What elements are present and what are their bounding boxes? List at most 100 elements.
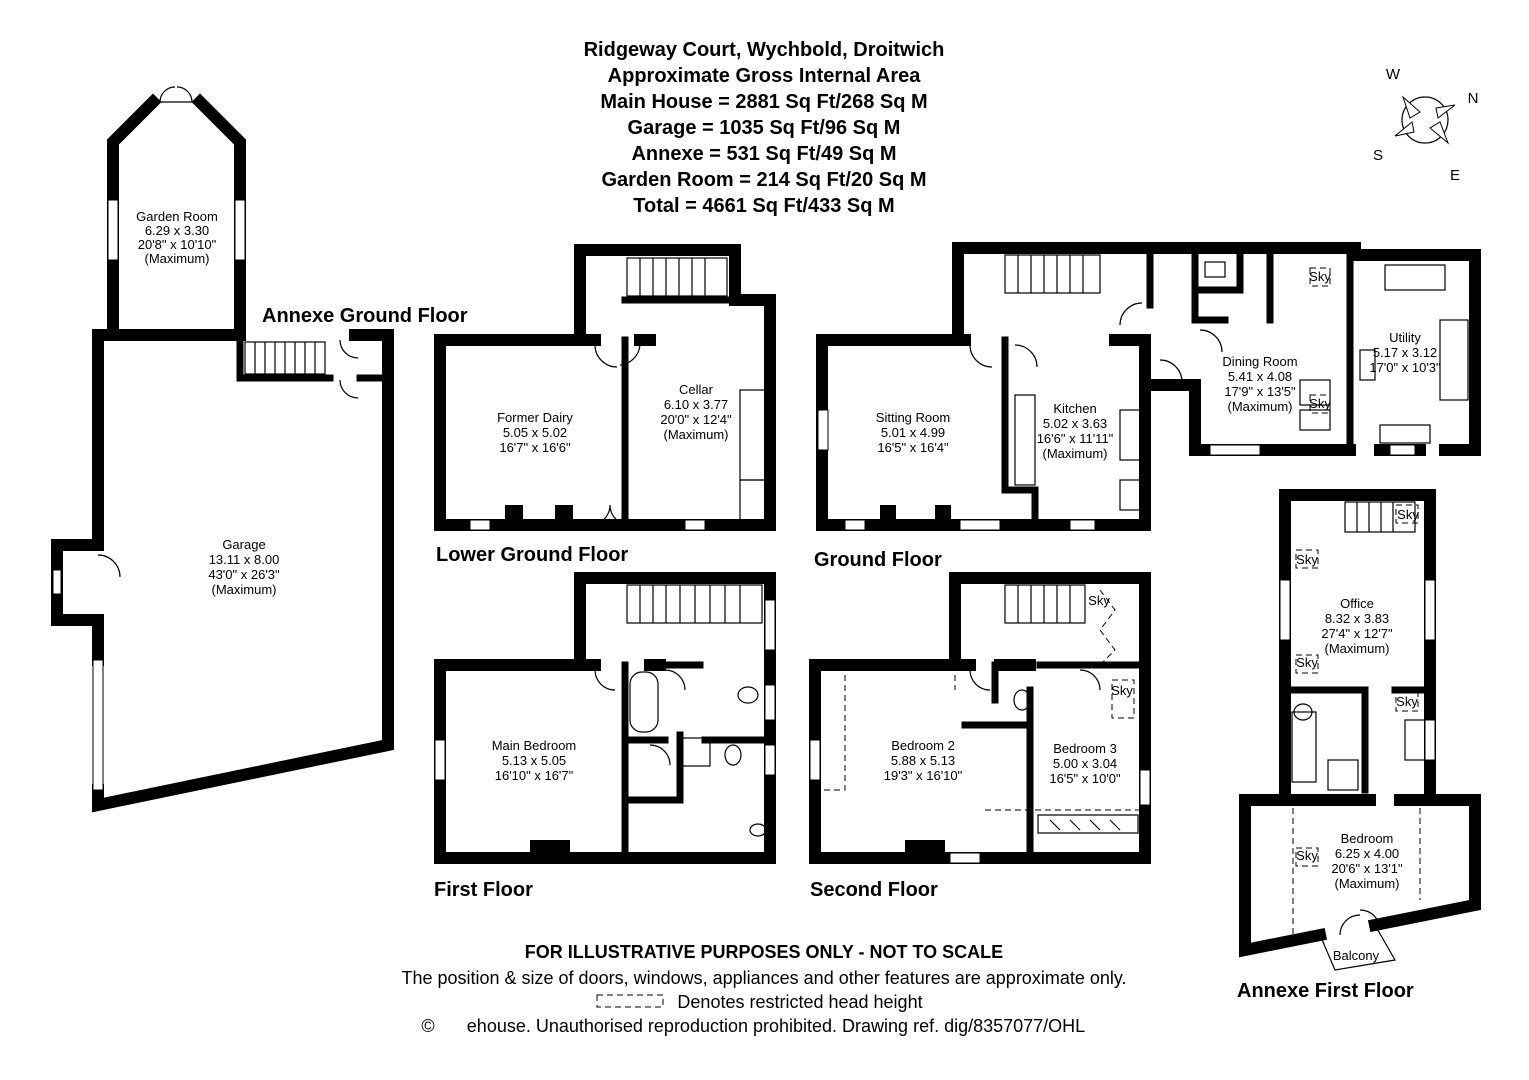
floor-label-second: Second Floor — [810, 879, 938, 901]
skylight-label: Sky — [1309, 396, 1331, 411]
svg-text:5.01 x 4.99: 5.01 x 4.99 — [881, 425, 945, 440]
svg-text:13.11 x 8.00: 13.11 x 8.00 — [209, 552, 280, 567]
area-annexe: Annexe = 531 Sq Ft/49 Sq M — [631, 143, 896, 165]
skylight-label: Sky — [1296, 655, 1318, 670]
svg-text:(Maximum): (Maximum) — [145, 251, 210, 266]
skylight-label: Sky — [1111, 683, 1133, 698]
svg-text:5.17 x 3.12: 5.17 x 3.12 — [1373, 345, 1437, 360]
floor-label-annexe-first: Annexe First Floor — [1237, 980, 1414, 1002]
svg-text:Kitchen: Kitchen — [1053, 401, 1096, 416]
skylight-labels: Sky Sky Sky Sky Sky Sky Sky Sky Sky — [1088, 269, 1419, 863]
room-label-annexe-bedroom: Bedroom 6.25 x 4.00 20'6" x 13'1" (Maxim… — [1331, 831, 1403, 891]
compass-n: N — [1468, 90, 1479, 107]
svg-text:Dining Room: Dining Room — [1222, 354, 1297, 369]
svg-text:20'0" x 12'4": 20'0" x 12'4" — [660, 412, 732, 427]
svg-text:(Maximum): (Maximum) — [1325, 641, 1390, 656]
svg-text:20'8" x 10'10": 20'8" x 10'10" — [138, 237, 217, 252]
svg-text:6.10 x 3.77: 6.10 x 3.77 — [664, 397, 728, 412]
svg-text:(Maximum): (Maximum) — [1043, 446, 1108, 461]
svg-text:5.41 x 4.08: 5.41 x 4.08 — [1228, 369, 1292, 384]
svg-text:43'0" x 26'3": 43'0" x 26'3" — [208, 567, 280, 582]
svg-text:5.13 x 5.05: 5.13 x 5.05 — [502, 753, 566, 768]
second-floor-plan — [809, 572, 1151, 864]
ground-floor-plan — [816, 242, 1481, 531]
svg-text:Office: Office — [1340, 596, 1374, 611]
room-label-garden-room: Garden Room 6.29 x 3.30 20'8" x 10'10" (… — [136, 209, 218, 266]
svg-text:(Maximum): (Maximum) — [212, 582, 277, 597]
room-label-bedroom-3: Bedroom 3 5.00 x 3.04 16'5" x 10'0" — [1049, 741, 1121, 786]
skylight-label: Sky — [1397, 507, 1419, 522]
svg-text:19'3" x 16'10": 19'3" x 16'10" — [884, 768, 963, 783]
area-main-house: Main House = 2881 Sq Ft/268 Sq M — [600, 91, 927, 113]
room-label-sitting-room: Sitting Room 5.01 x 4.99 16'5" x 16'4" — [876, 410, 950, 455]
plan-header: Ridgeway Court, Wychbold, Droitwich Appr… — [584, 39, 945, 217]
room-label-dining-room: Dining Room 5.41 x 4.08 17'9" x 13'5" (M… — [1222, 354, 1297, 414]
svg-text:Utility: Utility — [1389, 330, 1421, 345]
floor-label-annexe-ground: Annexe Ground Floor — [262, 305, 468, 327]
copyright-text: ehouse. Unauthorised reproduction prohib… — [467, 1016, 1085, 1036]
compass-rose-icon: W N S E — [1373, 66, 1478, 184]
plan-footer: FOR ILLUSTRATIVE PURPOSES ONLY - NOT TO … — [401, 942, 1126, 1036]
area-total: Total = 4661 Sq Ft/433 Sq M — [633, 195, 894, 217]
svg-text:Bedroom 3: Bedroom 3 — [1053, 741, 1117, 756]
svg-text:16'6" x 11'11": 16'6" x 11'11" — [1037, 431, 1114, 446]
lower-ground-floor-plan — [434, 244, 776, 531]
svg-text:16'7" x 16'6": 16'7" x 16'6" — [499, 440, 571, 455]
room-label-garage: Garage 13.11 x 8.00 43'0" x 26'3" (Maxim… — [208, 537, 280, 597]
svg-text:16'10" x 16'7": 16'10" x 16'7" — [495, 768, 574, 783]
property-title: Ridgeway Court, Wychbold, Droitwich — [584, 39, 945, 61]
svg-text:5.88 x 5.13: 5.88 x 5.13 — [891, 753, 955, 768]
svg-text:Bedroom: Bedroom — [1341, 831, 1394, 846]
compass-s: S — [1373, 147, 1383, 164]
floor-label-first: First Floor — [434, 879, 533, 901]
annexe-first-floor-plan — [1239, 489, 1481, 971]
svg-text:6.25 x 4.00: 6.25 x 4.00 — [1335, 846, 1399, 861]
room-label-cellar: Cellar 6.10 x 3.77 20'0" x 12'4" (Maximu… — [660, 382, 732, 442]
svg-text:5.02 x 3.63: 5.02 x 3.63 — [1043, 416, 1107, 431]
skylight-label: Sky — [1396, 694, 1418, 709]
svg-text:16'5" x 10'0": 16'5" x 10'0" — [1049, 771, 1121, 786]
svg-text:(Maximum): (Maximum) — [1228, 399, 1293, 414]
floor-label-lower-ground: Lower Ground Floor — [436, 544, 628, 566]
svg-text:Bedroom 2: Bedroom 2 — [891, 738, 955, 753]
svg-text:Garden Room: Garden Room — [136, 209, 218, 224]
compass-w: W — [1386, 66, 1401, 83]
svg-text:5.00 x 3.04: 5.00 x 3.04 — [1053, 756, 1117, 771]
room-label-balcony: Balcony — [1333, 948, 1380, 963]
svg-text:17'0" x 10'3": 17'0" x 10'3" — [1369, 360, 1441, 375]
copyright-symbol: © — [421, 1016, 434, 1036]
svg-text:Sitting Room: Sitting Room — [876, 410, 950, 425]
svg-text:8.32 x 3.83: 8.32 x 3.83 — [1325, 611, 1389, 626]
svg-text:(Maximum): (Maximum) — [664, 427, 729, 442]
area-heading: Approximate Gross Internal Area — [608, 65, 922, 87]
disclaimer-text: FOR ILLUSTRATIVE PURPOSES ONLY - NOT TO … — [525, 942, 1003, 962]
room-label-kitchen: Kitchen 5.02 x 3.63 16'6" x 11'11" (Maxi… — [1037, 401, 1114, 461]
compass-e: E — [1450, 167, 1460, 184]
skylight-label: Sky — [1088, 593, 1110, 608]
svg-text:6.29 x 3.30: 6.29 x 3.30 — [145, 223, 209, 238]
svg-text:(Maximum): (Maximum) — [1335, 876, 1400, 891]
svg-text:Former Dairy: Former Dairy — [497, 410, 573, 425]
area-garage: Garage = 1035 Sq Ft/96 Sq M — [628, 117, 901, 139]
skylight-label: Sky — [1296, 848, 1318, 863]
svg-text:Main Bedroom: Main Bedroom — [492, 738, 577, 753]
svg-text:17'9" x 13'5": 17'9" x 13'5" — [1224, 384, 1296, 399]
room-label-utility: Utility 5.17 x 3.12 17'0" x 10'3" — [1369, 330, 1441, 375]
restricted-height-legend: Denotes restricted head height — [677, 992, 922, 1012]
skylight-label: Sky — [1309, 269, 1331, 284]
svg-text:27'4" x 12'7": 27'4" x 12'7" — [1321, 626, 1393, 641]
svg-text:20'6" x 13'1": 20'6" x 13'1" — [1331, 861, 1403, 876]
skylight-label: Sky — [1296, 552, 1318, 567]
svg-text:16'5" x 16'4": 16'5" x 16'4" — [877, 440, 949, 455]
svg-text:Cellar: Cellar — [679, 382, 714, 397]
room-label-office: Office 8.32 x 3.83 27'4" x 12'7" (Maximu… — [1321, 596, 1393, 656]
svg-text:Garage: Garage — [222, 537, 265, 552]
floor-label-ground: Ground Floor — [814, 549, 942, 571]
room-label-bedroom-2: Bedroom 2 5.88 x 5.13 19'3" x 16'10" — [884, 738, 963, 783]
first-floor-plan — [434, 572, 776, 864]
room-label-main-bedroom: Main Bedroom 5.13 x 5.05 16'10" x 16'7" — [492, 738, 577, 783]
restricted-height-legend-icon — [596, 994, 664, 1008]
room-label-former-dairy: Former Dairy 5.05 x 5.02 16'7" x 16'6" — [497, 410, 573, 455]
accuracy-note: The position & size of doors, windows, a… — [401, 968, 1126, 988]
